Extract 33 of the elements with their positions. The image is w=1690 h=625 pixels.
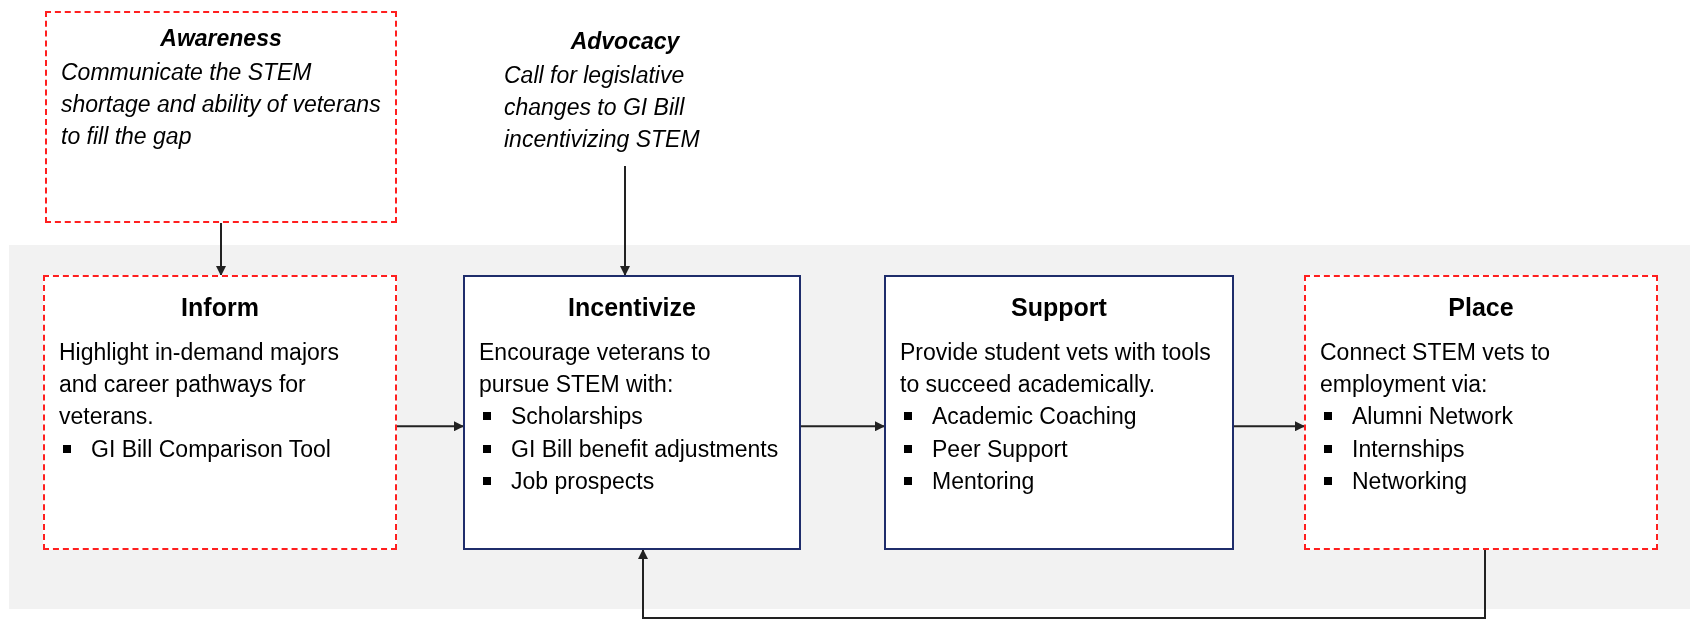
arrow: [216, 222, 226, 276]
box-heading: Advocacy: [569, 28, 681, 55]
arrow: [620, 165, 630, 276]
bullet-item: GI Bill Comparison Tool: [59, 432, 381, 465]
arrow: [638, 549, 1486, 619]
box-heading: Inform: [180, 293, 260, 322]
bullet-item: Academic Coaching: [900, 400, 1218, 433]
process-box: [43, 275, 397, 550]
bullet-item: Scholarships: [479, 400, 785, 433]
note-box: [45, 11, 397, 223]
box-description: Connect STEM vets to employment via:: [1320, 338, 1552, 400]
box-heading: Support: [1010, 293, 1108, 322]
bullet-item: Mentoring: [900, 464, 1218, 497]
arrow: [800, 421, 885, 432]
process-box: [884, 275, 1234, 550]
bullet-item: Internships: [1320, 432, 1642, 465]
box-description: Provide student vets with tools to succeed academically.: [900, 338, 1212, 400]
box-description: Encourage veterans to pursue STEM with:: [479, 338, 712, 400]
box-description: Call for legislative changes to GI Bill incentivizing STEM: [504, 61, 701, 155]
bullet-item: Job prospects: [479, 464, 785, 497]
bullet-item: GI Bill benefit adjustments: [479, 432, 785, 465]
process-box: [1304, 275, 1658, 550]
bullet-item: Networking: [1320, 464, 1642, 497]
box-heading: Place: [1447, 293, 1515, 322]
arrow: [396, 421, 464, 432]
box-heading: Awareness: [159, 25, 283, 52]
bullet-item: Peer Support: [900, 432, 1218, 465]
arrow: [1233, 421, 1305, 432]
bullet-item: Alumni Network: [1320, 400, 1642, 433]
box-description: Highlight in-demand majors and career pathways for veterans.: [59, 338, 340, 432]
box-description: Communicate the STEM shortage and ability of veterans to fill the gap: [61, 58, 381, 152]
box-heading: Incentivize: [567, 293, 697, 322]
process-box: [463, 275, 801, 550]
